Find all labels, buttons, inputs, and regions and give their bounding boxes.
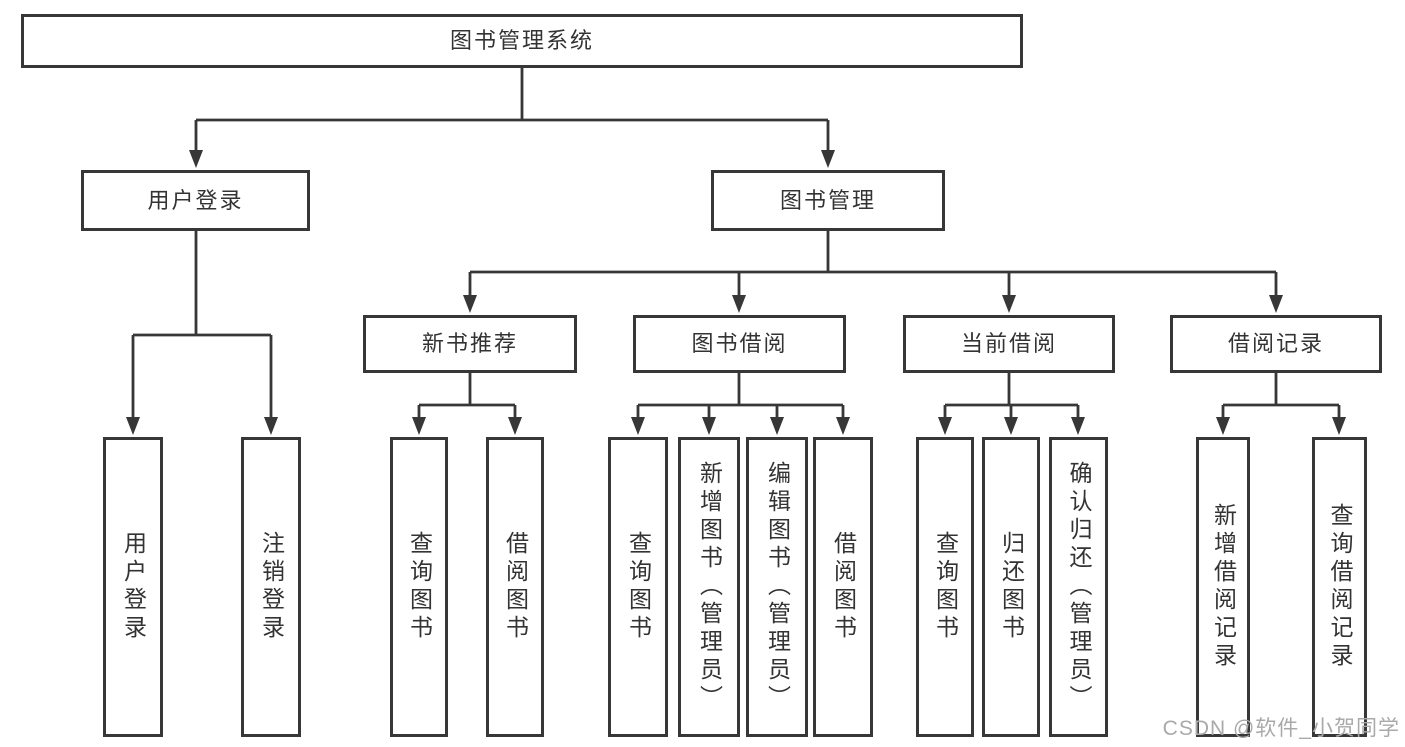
- arrow-down-icon: [770, 417, 784, 435]
- node-book-borrow: 图书借阅: [633, 315, 846, 373]
- arrow-down-icon: [189, 150, 203, 168]
- node-leaf-return-book: 归还图书: [982, 437, 1040, 737]
- arrow-down-icon: [508, 417, 522, 435]
- node-leaf-return-book-label: 归还图书: [998, 531, 1025, 643]
- node-leaf-query-borrow-record-label: 查询借阅记录: [1327, 503, 1353, 671]
- arrow-down-icon: [1269, 295, 1283, 313]
- node-leaf-query-book-borrow-label: 查询图书: [625, 531, 652, 643]
- node-leaf-query-book-borrow: 查询图书: [608, 437, 668, 737]
- node-book-management-branch-label: 图书管理: [779, 187, 876, 213]
- node-current-borrow-label: 当前借阅: [960, 331, 1057, 356]
- node-leaf-logout-label: 注销登录: [258, 531, 285, 643]
- node-user-login-branch-label: 用户登录: [147, 187, 244, 213]
- node-leaf-borrow-book-recommend: 借阅图书: [486, 437, 544, 737]
- arrow-down-icon: [126, 417, 140, 435]
- arrow-down-icon: [1002, 295, 1016, 313]
- node-leaf-edit-book-admin-label: 编辑图书（管理员）: [764, 461, 791, 713]
- arrow-down-icon: [1332, 417, 1346, 435]
- node-leaf-add-book-admin: 新增图书（管理员）: [678, 437, 740, 737]
- node-leaf-borrow-book-recommend-label: 借阅图书: [502, 531, 529, 643]
- node-borrow-records-label: 借阅记录: [1227, 331, 1324, 356]
- arrow-down-icon: [702, 417, 716, 435]
- arrow-down-icon: [1004, 417, 1018, 435]
- connector-root-to-level2: [194, 68, 830, 153]
- arrow-down-icon: [412, 417, 426, 435]
- arrow-down-icon: [1216, 417, 1230, 435]
- node-book-borrow-label: 图书借阅: [691, 331, 788, 356]
- arrow-down-icon: [631, 417, 645, 435]
- node-leaf-borrow-book-label: 借阅图书: [830, 531, 857, 643]
- node-leaf-confirm-return-admin: 确认归还（管理员）: [1049, 437, 1108, 737]
- csdn-watermark: CSDN @软件_小贺同学: [1162, 717, 1400, 740]
- node-leaf-logout: 注销登录: [241, 437, 301, 737]
- node-leaf-query-book-current: 查询图书: [916, 437, 974, 737]
- node-book-management-branch: 图书管理: [711, 170, 945, 231]
- arrow-down-icon: [463, 295, 477, 313]
- node-user-login-branch: 用户登录: [81, 170, 310, 231]
- arrow-down-icon: [836, 417, 850, 435]
- node-leaf-add-borrow-record-label: 新增借阅记录: [1210, 503, 1237, 671]
- arrow-down-icon: [264, 417, 278, 435]
- connector-current-to-leaves: [943, 373, 1080, 420]
- node-borrow-records: 借阅记录: [1170, 315, 1382, 373]
- arrow-down-icon: [732, 295, 746, 313]
- node-leaf-user-login-label: 用户登录: [120, 531, 147, 643]
- node-leaf-add-book-admin-label: 新增图书（管理员）: [696, 461, 723, 713]
- node-leaf-user-login: 用户登录: [103, 437, 163, 737]
- connector-userlogin-to-leaves: [131, 231, 273, 420]
- node-leaf-query-borrow-record: 查询借阅记录: [1312, 437, 1367, 737]
- node-root: 图书管理系统: [21, 14, 1023, 68]
- node-leaf-query-book-recommend: 查询图书: [390, 437, 448, 737]
- node-leaf-borrow-book: 借阅图书: [813, 437, 873, 737]
- arrow-down-icon: [1071, 417, 1085, 435]
- connector-newbook-to-leaves: [417, 373, 517, 420]
- arrow-down-icon: [821, 150, 835, 168]
- node-leaf-edit-book-admin: 编辑图书（管理员）: [746, 437, 808, 737]
- node-root-label: 图书管理系统: [449, 28, 594, 53]
- connector-borrow-to-leaves: [636, 373, 845, 420]
- node-leaf-confirm-return-admin-label: 确认归还（管理员）: [1066, 461, 1092, 713]
- node-leaf-query-book-recommend-label: 查询图书: [406, 531, 433, 643]
- arrow-down-icon: [938, 417, 952, 435]
- node-current-borrow: 当前借阅: [903, 315, 1115, 373]
- node-new-book-recommend: 新书推荐: [363, 315, 577, 373]
- connector-bookmgmt-to-level3: [468, 231, 1278, 298]
- connector-records-to-leaves: [1221, 373, 1341, 420]
- node-new-book-recommend-label: 新书推荐: [421, 331, 518, 356]
- node-leaf-query-book-current-label: 查询图书: [932, 531, 959, 643]
- node-leaf-add-borrow-record: 新增借阅记录: [1196, 437, 1250, 737]
